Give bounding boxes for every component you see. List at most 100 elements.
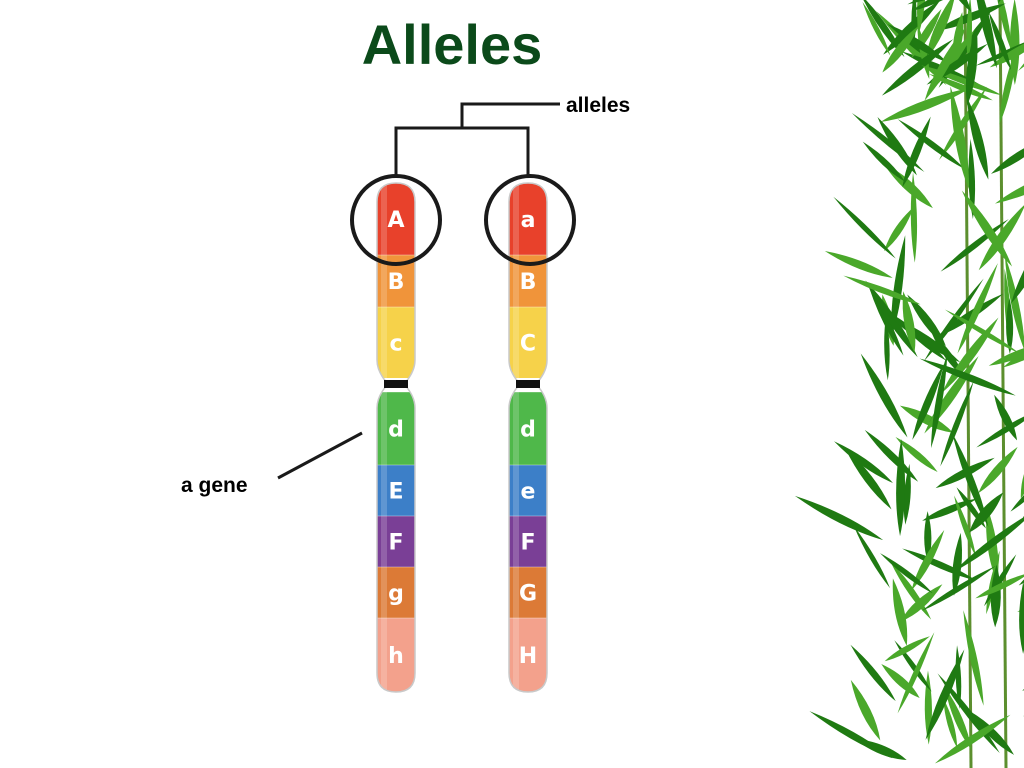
chromosome-outline (376, 182, 416, 693)
gene-band (509, 183, 547, 255)
bamboo-leaf (862, 141, 905, 182)
bamboo-leaf (880, 87, 971, 123)
bamboo-leaf (882, 25, 919, 73)
allele-circle-right (484, 174, 576, 266)
bamboo-leaf (924, 26, 967, 101)
bamboo-leaf (824, 251, 893, 278)
gene-letter: d (388, 418, 404, 443)
bamboo-leaf (925, 649, 965, 740)
bamboo-leaf (988, 341, 1024, 366)
band-highlight (513, 567, 519, 618)
gene-letter: B (520, 270, 537, 295)
gene-band (509, 465, 547, 516)
band-highlight (513, 255, 519, 307)
bamboo-leaf (923, 278, 984, 362)
bamboo-leaf (988, 11, 1012, 70)
gene-letter: d (520, 418, 536, 443)
bamboo-leaf (955, 645, 962, 709)
gene-letter: F (520, 531, 535, 556)
gene-letter: E (388, 480, 403, 505)
gene-letter: h (388, 644, 404, 669)
bamboo-leaf (967, 97, 989, 180)
bamboo-leaf (973, 0, 997, 69)
bamboo-leaf (907, 294, 946, 347)
allele-circle-left (350, 174, 442, 266)
chromosome-outline (508, 182, 548, 693)
bamboo-leaf (891, 235, 906, 338)
bamboo-leaf (954, 495, 976, 557)
band-highlight (381, 567, 387, 618)
bamboo-leaf (899, 405, 954, 433)
centromere (516, 380, 540, 388)
gene-band (509, 618, 547, 692)
bamboo-leaf (944, 686, 972, 750)
bamboo-leaf (884, 636, 930, 662)
bamboo-leaf (969, 492, 1004, 533)
bamboo-leaf (924, 511, 932, 563)
bamboo-leaves-border (794, 0, 1024, 768)
gene-band (377, 465, 415, 516)
bamboo-leaf (952, 433, 989, 528)
bamboo-leaf (921, 565, 996, 611)
bamboo-leaf (864, 429, 919, 482)
bamboo-leaf (922, 498, 978, 521)
bamboo-leaf (911, 0, 971, 11)
bamboo-leaf (936, 293, 1004, 338)
gene-band (377, 567, 415, 618)
bamboo-leaf (950, 86, 969, 190)
band-highlight (381, 183, 387, 255)
bamboo-leaf (897, 632, 935, 714)
bamboo-leaf (881, 39, 954, 96)
bamboo-leaf (935, 714, 1011, 764)
bamboo-leaf (854, 738, 907, 760)
bamboo-leaf (896, 439, 906, 537)
bamboo-leaf (903, 463, 911, 525)
gene-letter: H (519, 644, 537, 669)
gene-band (377, 618, 415, 692)
bamboo-leaf (892, 578, 908, 646)
gene-band (377, 516, 415, 567)
gene-band (509, 567, 547, 618)
bamboo-leaf (865, 280, 918, 358)
gene-letter: F (388, 531, 403, 556)
bamboo-leaf (919, 358, 1016, 396)
gene-band (377, 183, 415, 255)
bamboo-leaf (925, 0, 956, 60)
gene-letter: a (521, 208, 536, 233)
band-highlight (513, 307, 519, 378)
bamboo-leaf (917, 0, 926, 35)
bamboo-leaf (912, 363, 944, 440)
bamboo-leaf (900, 584, 943, 622)
bamboo-leaf (1020, 446, 1024, 499)
bamboo-leaf (902, 116, 931, 188)
bamboo-leaf (953, 510, 1024, 572)
bamboo-stem (998, 0, 1008, 768)
bamboo-leaf (990, 137, 1024, 174)
bamboo-leaf (990, 564, 1001, 628)
gene-letter: B (388, 270, 405, 295)
bamboo-leaf (999, 44, 1018, 125)
band-highlight (381, 465, 387, 516)
bamboo-leaf (943, 697, 958, 749)
bamboo-leaf (877, 116, 917, 176)
bamboo-leaf (902, 291, 916, 353)
bamboo-leaf (939, 0, 972, 13)
alleles-label: alleles (566, 94, 631, 117)
bamboo-leaf (844, 447, 892, 510)
bamboo-leaf (1010, 468, 1024, 512)
band-highlight (381, 618, 387, 692)
band-highlight (381, 307, 387, 378)
bamboo-leaf (1002, 327, 1024, 368)
bamboo-leaf (853, 526, 891, 589)
bamboo-leaf (850, 644, 896, 702)
bamboo-leaf (895, 436, 938, 473)
bamboo-leaf (860, 0, 905, 58)
bamboo-leaf (843, 275, 921, 305)
bamboo-leaf (880, 553, 933, 594)
bamboo-leaf (860, 353, 908, 438)
bamboo-leaf (1023, 670, 1024, 717)
